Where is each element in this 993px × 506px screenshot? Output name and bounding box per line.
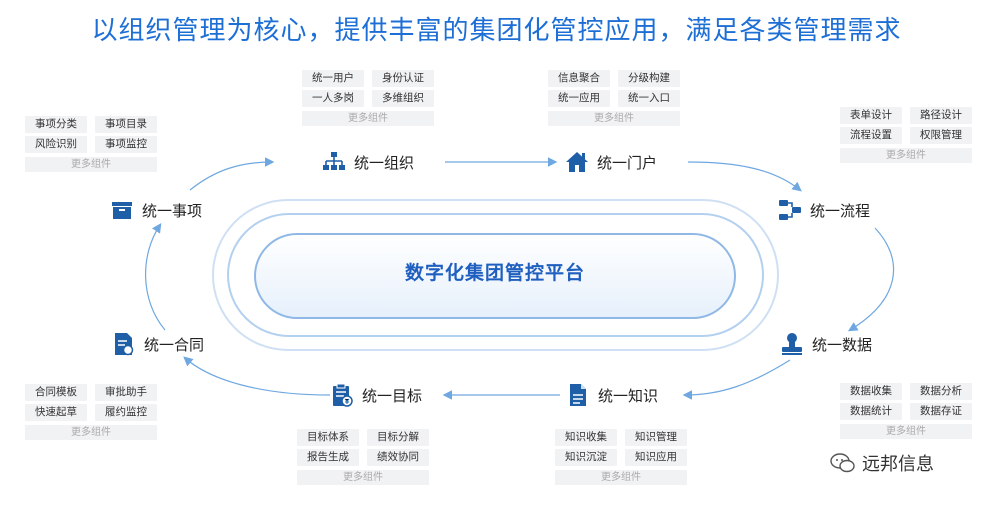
contract-icon — [115, 333, 134, 356]
node-org-label: 统一组织 — [354, 153, 415, 172]
house-icon — [566, 152, 588, 172]
tag-process-4[interactable]: 权限管理 — [910, 127, 972, 144]
tag-contract-1[interactable]: 合同模板 — [25, 384, 87, 401]
tag-portal-4[interactable]: 统一入口 — [618, 90, 680, 107]
outer-ring — [212, 199, 779, 351]
more-org[interactable]: 更多组件 — [302, 111, 434, 126]
tag-knowledge-1[interactable]: 知识收集 — [555, 429, 617, 446]
node-data-label: 统一数据 — [812, 335, 873, 354]
watermark-text: 远邦信息 — [862, 454, 934, 475]
node-knowledge[interactable]: 统一知识 — [566, 383, 658, 407]
more-contract[interactable]: 更多组件 — [25, 425, 157, 440]
tag-contract-3[interactable]: 快速起草 — [25, 404, 87, 421]
tag-knowledge-3[interactable]: 知识沉淀 — [555, 449, 617, 466]
more-data[interactable]: 更多组件 — [840, 424, 972, 439]
node-process-label: 统一流程 — [810, 201, 871, 220]
node-target[interactable]: 统一目标 — [330, 383, 422, 407]
document-icon — [570, 384, 586, 406]
tag-knowledge-2[interactable]: 知识管理 — [625, 429, 687, 446]
clipboard-yen-icon — [333, 383, 353, 407]
more-portal[interactable]: 更多组件 — [548, 111, 680, 126]
tag-process-2[interactable]: 路径设计 — [910, 107, 972, 124]
platform-title: 数字化集团管控平台 — [404, 262, 585, 284]
node-target-label: 统一目标 — [362, 386, 423, 405]
node-knowledge-label: 统一知识 — [598, 386, 659, 405]
node-org[interactable]: 统一组织 — [322, 150, 414, 174]
tag-data-4[interactable]: 数据存证 — [910, 403, 972, 420]
tag-data-2[interactable]: 数据分析 — [910, 383, 972, 400]
tag-contract-2[interactable]: 审批助手 — [95, 384, 157, 401]
more-affairs[interactable]: 更多组件 — [25, 157, 157, 172]
node-affairs-label: 统一事项 — [142, 201, 203, 220]
tag-org-1[interactable]: 统一用户 — [302, 70, 364, 87]
tag-knowledge-4[interactable]: 知识应用 — [625, 449, 687, 466]
node-affairs[interactable]: 统一事项 — [110, 198, 202, 222]
wechat-icon — [830, 453, 855, 473]
tag-portal-3[interactable]: 统一应用 — [548, 90, 610, 107]
flow-icon — [779, 200, 801, 220]
tag-process-3[interactable]: 流程设置 — [840, 127, 902, 144]
middle-ring — [227, 213, 764, 337]
page-headline: 以组织管理为核心，提供丰富的集团化管控应用，满足各类管理需求 — [91, 16, 902, 46]
tag-affairs-1[interactable]: 事项分类 — [25, 116, 87, 133]
tag-affairs-4[interactable]: 事项监控 — [95, 136, 157, 153]
node-portal[interactable]: 统一门户 — [565, 150, 657, 174]
stamp-icon — [782, 333, 802, 355]
inbox-icon — [112, 202, 132, 219]
org-chart-icon — [323, 152, 345, 170]
tag-target-4[interactable]: 绩效协同 — [367, 449, 429, 466]
tag-org-3[interactable]: 一人多岗 — [302, 90, 364, 107]
tag-affairs-2[interactable]: 事项目录 — [95, 116, 157, 133]
tag-target-1[interactable]: 目标体系 — [297, 429, 359, 446]
cycle-arrows — [144, 157, 895, 400]
tag-data-3[interactable]: 数据统计 — [840, 403, 902, 420]
more-knowledge[interactable]: 更多组件 — [555, 470, 687, 485]
node-contract[interactable]: 统一合同 — [112, 332, 204, 356]
tag-contract-4[interactable]: 履约监控 — [95, 404, 157, 421]
node-data[interactable]: 统一数据 — [780, 332, 872, 356]
inner-ring — [254, 233, 736, 319]
tag-org-2[interactable]: 身份认证 — [372, 70, 434, 87]
node-portal-label: 统一门户 — [597, 153, 658, 172]
tag-target-3[interactable]: 报告生成 — [297, 449, 359, 466]
node-contract-label: 统一合同 — [144, 335, 205, 354]
tag-affairs-3[interactable]: 风险识别 — [25, 136, 87, 153]
tag-target-2[interactable]: 目标分解 — [367, 429, 429, 446]
more-target[interactable]: 更多组件 — [297, 470, 429, 485]
tag-org-4[interactable]: 多维组织 — [372, 90, 434, 107]
tag-portal-2[interactable]: 分级构建 — [618, 70, 680, 87]
watermark: 远邦信息 — [830, 450, 934, 476]
more-process[interactable]: 更多组件 — [840, 148, 972, 163]
tag-data-1[interactable]: 数据收集 — [840, 383, 902, 400]
tag-portal-1[interactable]: 信息聚合 — [548, 70, 610, 87]
tag-process-1[interactable]: 表单设计 — [840, 107, 902, 124]
node-process[interactable]: 统一流程 — [778, 198, 870, 222]
